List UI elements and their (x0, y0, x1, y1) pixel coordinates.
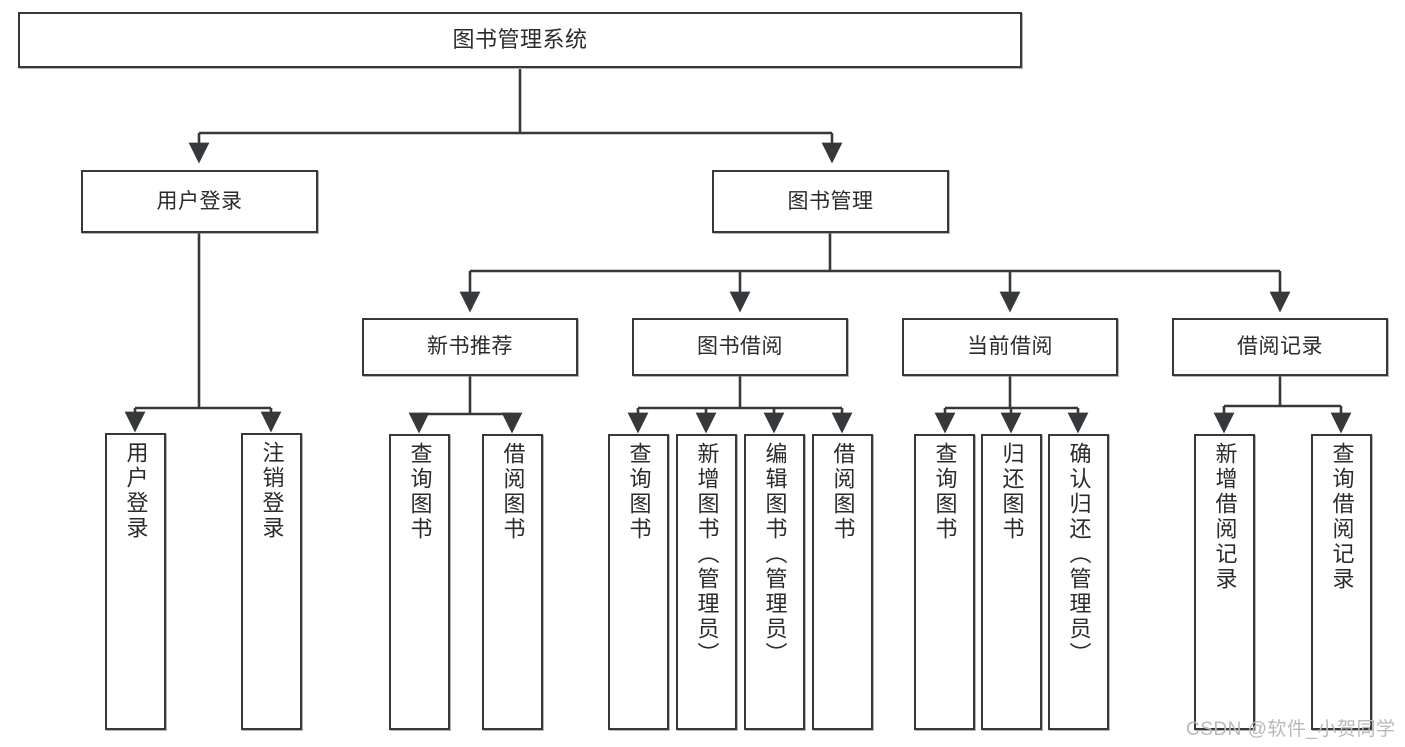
node-current-borrow[interactable]: 当前借阅 (902, 318, 1118, 376)
node-label: 用户登录 (156, 189, 243, 213)
node-label: 查询借阅记录 (1329, 442, 1355, 592)
node-label: 图书管理系统 (452, 26, 588, 52)
leaf-query-book-borrow[interactable]: 查询图书 (608, 434, 669, 730)
leaf-edit-book-admin[interactable]: 编辑图书（管理员） (744, 434, 805, 730)
node-new-book-recommend[interactable]: 新书推荐 (362, 318, 578, 376)
node-label: 新增借阅记录 (1212, 442, 1238, 592)
node-label: 查询图书 (932, 442, 958, 542)
leaf-add-borrow-record[interactable]: 新增借阅记录 (1194, 434, 1255, 730)
node-label: 编辑图书（管理员） (762, 442, 788, 667)
node-label: 注销登录 (259, 441, 285, 541)
node-book-borrow[interactable]: 图书借阅 (632, 318, 848, 376)
leaf-logout-login[interactable]: 注销登录 (241, 433, 302, 730)
leaf-borrow-book[interactable]: 借阅图书 (812, 434, 873, 730)
node-root-book-management-system[interactable]: 图书管理系统 (18, 12, 1022, 68)
node-label: 借阅图书 (500, 442, 526, 542)
leaf-borrow-book-recommend[interactable]: 借阅图书 (482, 434, 543, 730)
leaf-return-book[interactable]: 归还图书 (981, 434, 1042, 730)
node-label: 查询图书 (626, 442, 652, 542)
leaf-query-book-recommend[interactable]: 查询图书 (389, 434, 450, 730)
node-label: 查询图书 (407, 442, 433, 542)
leaf-query-borrow-record[interactable]: 查询借阅记录 (1311, 434, 1372, 730)
node-label: 归还图书 (999, 442, 1025, 542)
node-label: 用户登录 (123, 441, 149, 541)
node-user-login[interactable]: 用户登录 (81, 170, 318, 233)
node-label: 图书管理 (787, 189, 874, 213)
leaf-confirm-return-admin[interactable]: 确认归还（管理员） (1048, 434, 1109, 730)
node-label: 借阅图书 (830, 442, 856, 542)
node-book-management[interactable]: 图书管理 (712, 170, 949, 233)
node-label: 确认归还（管理员） (1066, 442, 1092, 667)
leaf-add-book-admin[interactable]: 新增图书（管理员） (676, 434, 737, 730)
csdn-watermark: CSDN @软件_小贺同学 (1186, 719, 1396, 740)
node-label: 当前借阅 (967, 335, 1053, 359)
leaf-user-login[interactable]: 用户登录 (105, 433, 166, 730)
leaf-query-book-current[interactable]: 查询图书 (914, 434, 975, 730)
node-label: 新书推荐 (427, 335, 513, 359)
node-label: 图书借阅 (697, 335, 783, 359)
node-label: 新增图书（管理员） (694, 442, 720, 667)
node-label: 借阅记录 (1237, 335, 1323, 359)
node-borrow-record[interactable]: 借阅记录 (1172, 318, 1388, 376)
